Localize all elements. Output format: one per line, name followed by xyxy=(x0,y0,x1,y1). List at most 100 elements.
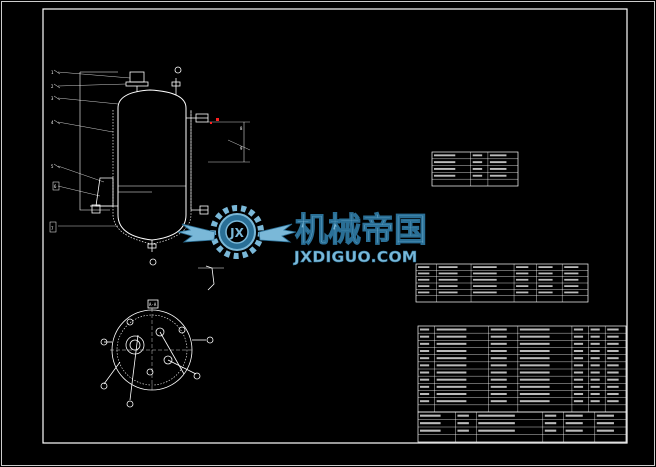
cell-text-placeholder xyxy=(418,291,430,294)
cell-text-placeholder xyxy=(420,364,430,367)
cell-text-placeholder xyxy=(590,328,600,331)
cell-text-placeholder xyxy=(573,364,584,367)
cell-text-placeholder xyxy=(478,429,515,432)
cell-text-placeholder xyxy=(438,272,458,275)
cell-text-placeholder xyxy=(420,385,430,388)
cell-text-placeholder xyxy=(418,272,430,275)
cell-text-placeholder xyxy=(573,335,584,338)
watermark-subtitle: JXDIGUO.COM xyxy=(293,248,418,266)
tables xyxy=(415,151,627,443)
cell-text-placeholder xyxy=(516,285,529,287)
title-block-table xyxy=(417,411,627,443)
cell-text-placeholder xyxy=(490,378,507,381)
cell-text-placeholder xyxy=(420,357,430,360)
cell-text-placeholder xyxy=(564,278,579,281)
cell-text-placeholder xyxy=(573,357,584,360)
cell-text-placeholder xyxy=(418,285,430,287)
red-markers xyxy=(210,118,219,124)
leader-4: 4 xyxy=(51,120,54,125)
leader-balloons xyxy=(49,69,61,233)
cell-text-placeholder xyxy=(516,291,529,294)
cell-text-placeholder xyxy=(478,422,515,425)
cell-text-placeholder xyxy=(519,357,550,360)
cell-text-placeholder xyxy=(418,266,430,268)
cell-text-placeholder xyxy=(490,385,507,388)
cell-text-placeholder xyxy=(473,278,497,281)
cell-text-placeholder xyxy=(490,400,507,403)
cell-text-placeholder xyxy=(420,350,430,353)
cell-text-placeholder xyxy=(516,266,529,268)
cell-text-placeholder xyxy=(607,385,619,388)
cell-text-placeholder xyxy=(565,429,583,432)
cell-text-placeholder xyxy=(434,161,456,164)
section-label: A-A xyxy=(149,302,157,307)
cell-text-placeholder xyxy=(590,350,600,353)
cell-text-placeholder xyxy=(490,328,507,331)
cell-text-placeholder xyxy=(607,357,619,360)
cell-text-placeholder xyxy=(538,266,553,268)
leader-numbers: 1 2 3 4 5 6 7 8 9 xyxy=(51,70,243,231)
cell-text-placeholder xyxy=(564,285,579,287)
cell-text-placeholder xyxy=(420,414,441,417)
cell-text-placeholder xyxy=(436,400,467,403)
cell-text-placeholder xyxy=(573,371,584,374)
cell-text-placeholder xyxy=(590,335,600,338)
cell-text-placeholder xyxy=(573,378,584,381)
cell-text-placeholder xyxy=(420,393,430,396)
cell-text-placeholder xyxy=(519,364,550,367)
cell-text-placeholder xyxy=(607,400,619,403)
cell-text-placeholder xyxy=(420,328,430,331)
cell-text-placeholder xyxy=(418,278,430,281)
cell-text-placeholder xyxy=(478,414,515,417)
cell-text-placeholder xyxy=(564,272,579,275)
cell-text-placeholder xyxy=(516,272,529,275)
cell-text-placeholder xyxy=(489,167,507,170)
cell-text-placeholder xyxy=(607,371,619,374)
cell-text-placeholder xyxy=(564,291,579,294)
cell-text-placeholder xyxy=(607,335,619,338)
cell-text-placeholder xyxy=(438,266,458,268)
cell-text-placeholder xyxy=(519,350,550,353)
cell-text-placeholder xyxy=(436,335,467,338)
cell-text-placeholder xyxy=(573,350,584,353)
cell-text-placeholder xyxy=(519,400,550,403)
cell-text-placeholder xyxy=(573,328,584,331)
cell-text-placeholder xyxy=(565,414,583,417)
cell-text-placeholder xyxy=(590,378,600,381)
cell-text-placeholder xyxy=(544,429,557,432)
watermark-logo-text: JX xyxy=(229,226,244,240)
cell-text-placeholder xyxy=(473,291,497,294)
cell-text-placeholder xyxy=(565,422,583,425)
cell-text-placeholder xyxy=(457,422,469,425)
cell-text-placeholder xyxy=(472,154,483,157)
cell-text-placeholder xyxy=(538,285,553,287)
cell-text-placeholder xyxy=(490,393,507,396)
cell-text-placeholder xyxy=(538,291,553,294)
cell-text-placeholder xyxy=(436,328,467,331)
cell-text-placeholder xyxy=(519,328,550,331)
cell-text-placeholder xyxy=(607,393,619,396)
cell-text-placeholder xyxy=(472,161,483,164)
cell-text-placeholder xyxy=(516,278,529,281)
cell-text-placeholder xyxy=(573,400,584,403)
leader-6: 6 xyxy=(54,184,57,189)
table-border xyxy=(431,151,519,187)
cell-text-placeholder xyxy=(607,342,619,345)
cell-text-placeholder xyxy=(573,393,584,396)
inner-frame xyxy=(42,8,628,444)
leader-3: 3 xyxy=(51,96,54,101)
cell-text-placeholder xyxy=(434,174,456,177)
cell-text-placeholder xyxy=(436,357,467,360)
parts-list-table xyxy=(417,325,627,413)
cell-text-placeholder xyxy=(590,342,600,345)
cell-text-placeholder xyxy=(457,414,469,417)
leader-1: 1 xyxy=(51,70,54,75)
cell-text-placeholder xyxy=(590,385,600,388)
cell-text-placeholder xyxy=(489,161,507,164)
cell-text-placeholder xyxy=(490,335,507,338)
cell-text-placeholder xyxy=(590,400,600,403)
cell-text-placeholder xyxy=(436,378,467,381)
cell-text-placeholder xyxy=(489,174,507,177)
